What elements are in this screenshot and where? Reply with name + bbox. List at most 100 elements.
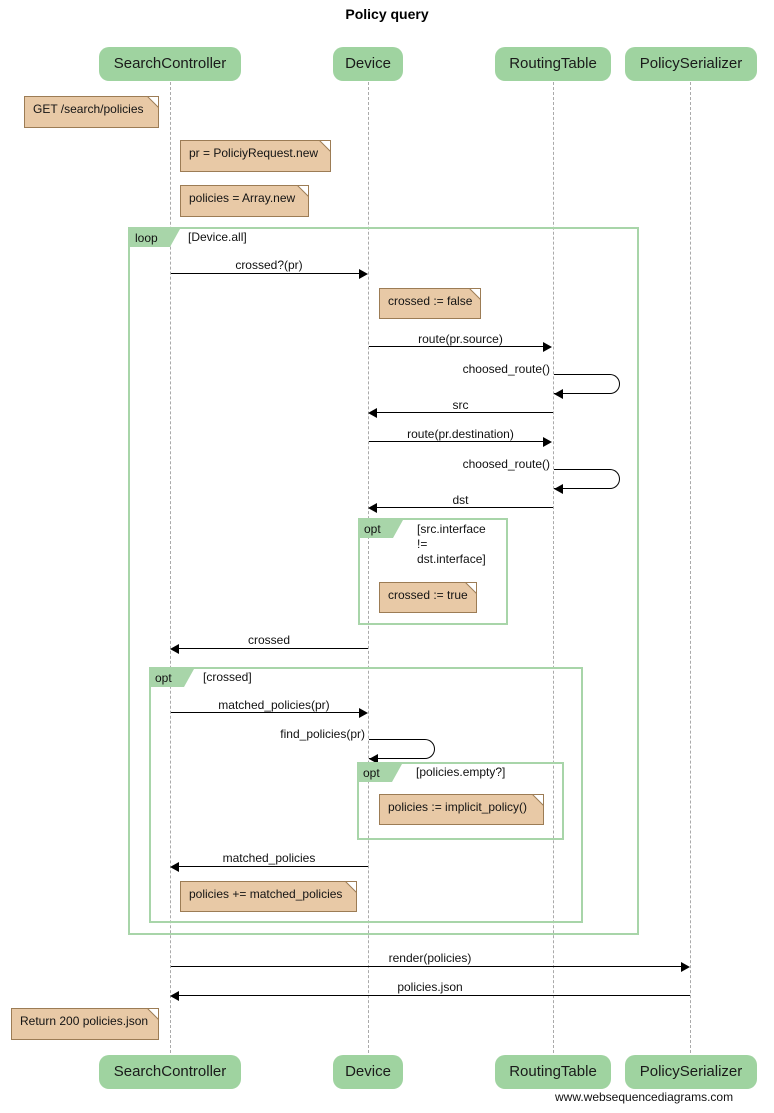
msg-choosed-route-2-label: choosed_route() [462,457,550,471]
msg-crossed-pr-line [171,273,360,274]
note-policies-plus-equals: policies += matched_policies [180,881,357,912]
page-title: Policy query [345,6,429,22]
note-fold-icon [470,289,480,299]
note-text: crossed := true [388,588,468,602]
msg-crossed-arrowhead-icon [170,644,179,654]
msg-crossed-label: crossed [247,633,291,647]
fragment-opt-policies-empty-tab [359,764,392,782]
fragment-opt-interface-guard: [src.interface != dst.interface] [417,522,486,566]
note-return-200: Return 200 policies.json [11,1008,159,1040]
fragment-opt-interface-tab [360,520,393,538]
fragment-opt-policies-empty [357,762,564,840]
msg-src-arrowhead-icon [368,408,377,418]
actor-routing-table-bottom[interactable]: RoutingTable [495,1055,611,1089]
fragment-opt-crossed-tab-cut-icon [184,669,194,687]
actor-policy-serializer-bottom[interactable]: PolicySerializer [625,1055,757,1089]
msg-find-policies-pr-arrowhead-icon [369,754,378,764]
msg-route-pr-source-label: route(pr.source) [418,332,503,346]
note-fold-icon [346,882,356,892]
msg-choosed-route-1-arrowhead-icon [554,389,563,399]
footer-watermark: www.websequencediagrams.com [555,1090,734,1104]
msg-crossed-pr-arrowhead-icon [359,269,368,279]
note-fold-icon [148,97,158,107]
fragment-opt-policies-empty-tab-cut-icon [392,764,402,782]
actor-search-controller-top[interactable]: SearchController [99,47,241,81]
msg-policies-json-label: policies.json [397,980,463,994]
actor-label: RoutingTable [509,1063,597,1080]
note-crossed-false: crossed := false [379,288,481,319]
note-text: crossed := false [388,294,473,308]
note-pr-new: pr = PoliciyRequest.new [180,140,331,172]
fragment-loop-tab [130,229,170,247]
actor-device-bottom[interactable]: Device [333,1055,403,1089]
actor-label: SearchController [113,55,227,72]
msg-route-pr-destination-arrowhead-icon [543,437,552,447]
note-crossed-true: crossed := true [379,582,477,613]
fragment-opt-crossed [149,667,583,923]
lifeline-policy-serializer [690,82,691,1053]
fragment-opt-interface [358,518,508,625]
msg-route-pr-destination-line [369,441,544,442]
msg-src-line [377,412,553,413]
actor-label: Device [345,1063,391,1080]
actor-label: SearchController [113,1063,227,1080]
msg-choosed-route-1-label: choosed_route() [462,362,550,376]
msg-matched-policies-label: matched_policies [222,851,316,865]
lifeline-device [368,82,369,1053]
fragment-opt-interface-tab-cut-icon [393,520,403,538]
fragment-opt-crossed-tab [151,669,184,687]
note-text: policies += matched_policies [189,887,343,901]
actor-label: PolicySerializer [639,1063,743,1080]
msg-policies-json-line [179,995,690,996]
fragment-opt-policies-empty-guard: [policies.empty?] [416,765,506,779]
msg-matched-policies-line [179,866,368,867]
actor-routing-table-top[interactable]: RoutingTable [495,47,611,81]
note-fold-icon [320,141,330,151]
actor-device-top[interactable]: Device [333,47,403,81]
msg-render-policies-line [171,966,682,967]
note-get-search-policies: GET /search/policies [24,96,159,128]
note-fold-icon [298,186,308,196]
lifeline-routing-table [553,82,554,1053]
fragment-opt-interface-kind: opt [364,522,381,536]
msg-choosed-route-1-loop [554,374,620,394]
msg-matched-policies-pr-arrowhead-icon [359,708,368,718]
actor-label: PolicySerializer [639,55,743,72]
note-fold-icon [148,1009,158,1019]
fragment-opt-crossed-kind: opt [155,671,172,685]
fragment-opt-policies-empty-kind: opt [363,766,380,780]
lifeline-search-controller [170,82,171,1053]
msg-route-pr-source-line [369,346,544,347]
actor-search-controller-bottom[interactable]: SearchController [99,1055,241,1089]
note-text: Return 200 policies.json [20,1014,149,1028]
actor-policy-serializer-top[interactable]: PolicySerializer [625,47,757,81]
msg-choosed-route-2-arrowhead-icon [554,484,563,494]
msg-dst-line [377,507,553,508]
note-text: pr = PoliciyRequest.new [189,146,319,160]
msg-render-policies-label: render(policies) [388,951,472,965]
note-fold-icon [466,583,476,593]
fragment-loop-kind: loop [135,231,158,245]
msg-dst-label: dst [452,493,469,507]
note-fold-icon [533,795,543,805]
msg-crossed-line [179,648,368,649]
actor-label: Device [345,55,391,72]
note-text: GET /search/policies [33,102,144,116]
msg-find-policies-pr-loop [369,739,435,759]
msg-policies-json-arrowhead-icon [170,991,179,1001]
msg-matched-policies-pr-line [171,712,360,713]
note-text: policies := implicit_policy() [388,800,528,814]
fragment-loop-tab-cut-icon [170,229,180,247]
fragment-opt-crossed-guard: [crossed] [203,670,252,684]
msg-route-pr-source-arrowhead-icon [543,342,552,352]
msg-matched-policies-pr-label: matched_policies(pr) [218,698,330,712]
note-policies-array-new: policies = Array.new [180,185,309,217]
msg-choosed-route-2-loop [554,469,620,489]
msg-matched-policies-arrowhead-icon [170,862,179,872]
msg-route-pr-destination-label: route(pr.destination) [407,427,514,441]
msg-src-label: src [452,398,469,412]
msg-find-policies-pr-label: find_policies(pr) [280,727,365,741]
msg-render-policies-arrowhead-icon [681,962,690,972]
msg-crossed-pr-label: crossed?(pr) [235,258,303,272]
